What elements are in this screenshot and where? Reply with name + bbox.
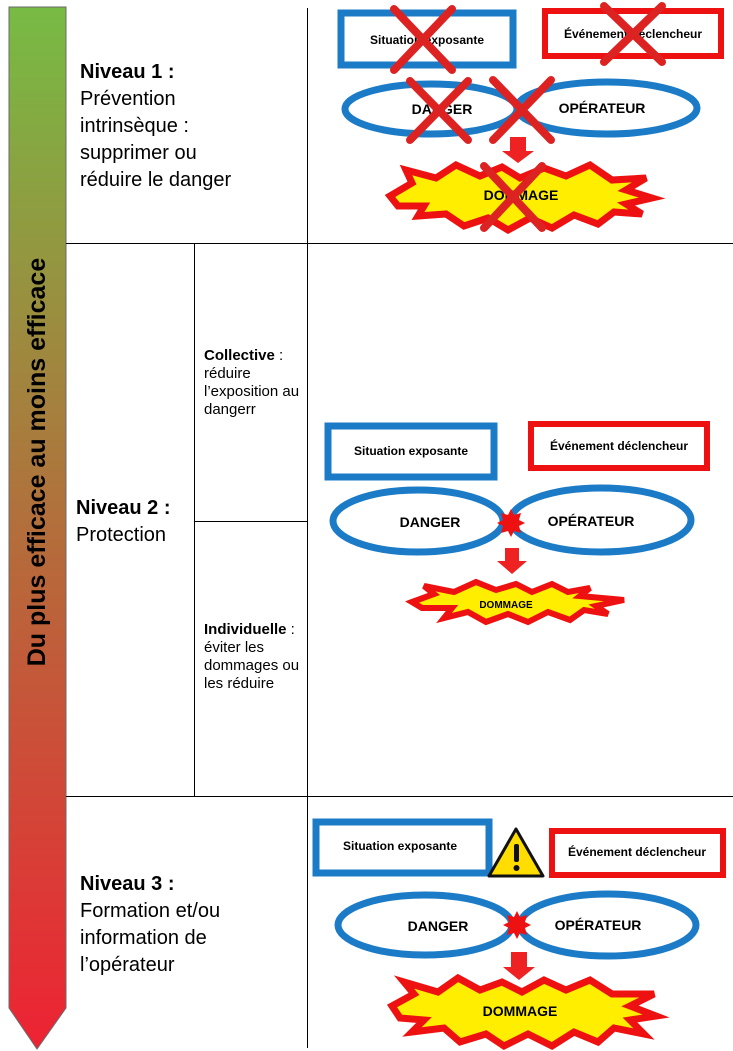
down-arrow <box>503 952 535 980</box>
diagram-level-1: Situation exposante Événement déclencheu… <box>337 2 724 235</box>
level-1-description: Prévention intrinsèque : supprimer ou ré… <box>80 88 232 191</box>
cross-icon-intersection <box>489 76 555 144</box>
protection-collective-description: réduire l’exposition au dangerr <box>204 365 300 418</box>
protection-individual-name: Individuelle <box>204 621 287 638</box>
level-3-text: Niveau 3 : Formation et/ou information d… <box>80 871 220 979</box>
damage-label: DOMMAGE <box>479 600 533 611</box>
down-arrow <box>497 548 527 574</box>
star-icon <box>497 509 525 537</box>
level-3-title: Niveau 3 : <box>80 873 175 895</box>
cross-icon-situation <box>390 5 456 74</box>
level-1-text: Niveau 1 : Prévention intrinsèque : supp… <box>80 59 231 194</box>
grid-line-protection-split <box>194 243 195 796</box>
damage-burst <box>405 578 625 626</box>
grid-line-protection-divider <box>194 521 307 522</box>
protection-individual: Individuelle : éviter les dommages ou le… <box>204 621 304 693</box>
cross-icon-event <box>600 2 666 66</box>
event-label: Événement déclencheur <box>568 844 706 859</box>
diagram-level-2: Situation exposante Événement déclencheu… <box>324 421 710 626</box>
operator-label: OPÉRATEUR <box>548 513 635 529</box>
damage-label: DOMMAGE <box>483 1003 558 1019</box>
grid-line-main-vertical <box>307 8 308 1048</box>
warning-icon <box>487 827 545 878</box>
protection-collective-name: Collective <box>204 347 275 364</box>
star-icon <box>503 911 531 939</box>
diagram-level-3: Situation exposante Événement déclencheu… <box>312 818 726 1051</box>
level-3-description: Formation et/ou information de l’opérate… <box>80 900 221 976</box>
situation-label: Situation exposante <box>354 444 468 458</box>
protection-individual-sep: : <box>286 621 295 638</box>
event-label: Événement déclencheur <box>550 438 688 453</box>
protection-collective-sep: : <box>274 347 284 364</box>
operator-label: OPÉRATEUR <box>559 100 646 116</box>
danger-label: DANGER <box>408 918 469 934</box>
situation-box <box>312 818 493 877</box>
level-1-title: Niveau 1 : <box>80 61 175 83</box>
level-2-title: Niveau 2 : <box>76 497 171 519</box>
grid-line-level1-bottom <box>66 243 733 244</box>
efficacy-arrow-label: Du plus efficace au moins efficace <box>23 257 51 667</box>
efficacy-arrow <box>8 6 67 1050</box>
protection-collective: Collective : réduire l’exposition au dan… <box>204 347 304 419</box>
grid-line-level2-bottom <box>66 796 733 797</box>
danger-label: DANGER <box>400 514 461 530</box>
event-box <box>549 828 726 878</box>
operator-label: OPÉRATEUR <box>555 917 642 933</box>
down-arrow <box>502 137 534 163</box>
situation-box <box>324 422 498 481</box>
event-box <box>528 421 710 471</box>
damage-burst <box>384 160 666 235</box>
event-box <box>542 8 724 59</box>
cross-icon-danger <box>406 77 472 144</box>
cross-icon-damage <box>480 162 546 232</box>
protection-individual-description: éviter les dommages ou les réduire <box>204 639 300 692</box>
level-2-description: Protection <box>76 524 167 546</box>
damage-burst <box>386 973 670 1051</box>
situation-label: Situation exposante <box>343 839 457 853</box>
level-2-text: Niveau 2 : Protection <box>76 495 170 549</box>
